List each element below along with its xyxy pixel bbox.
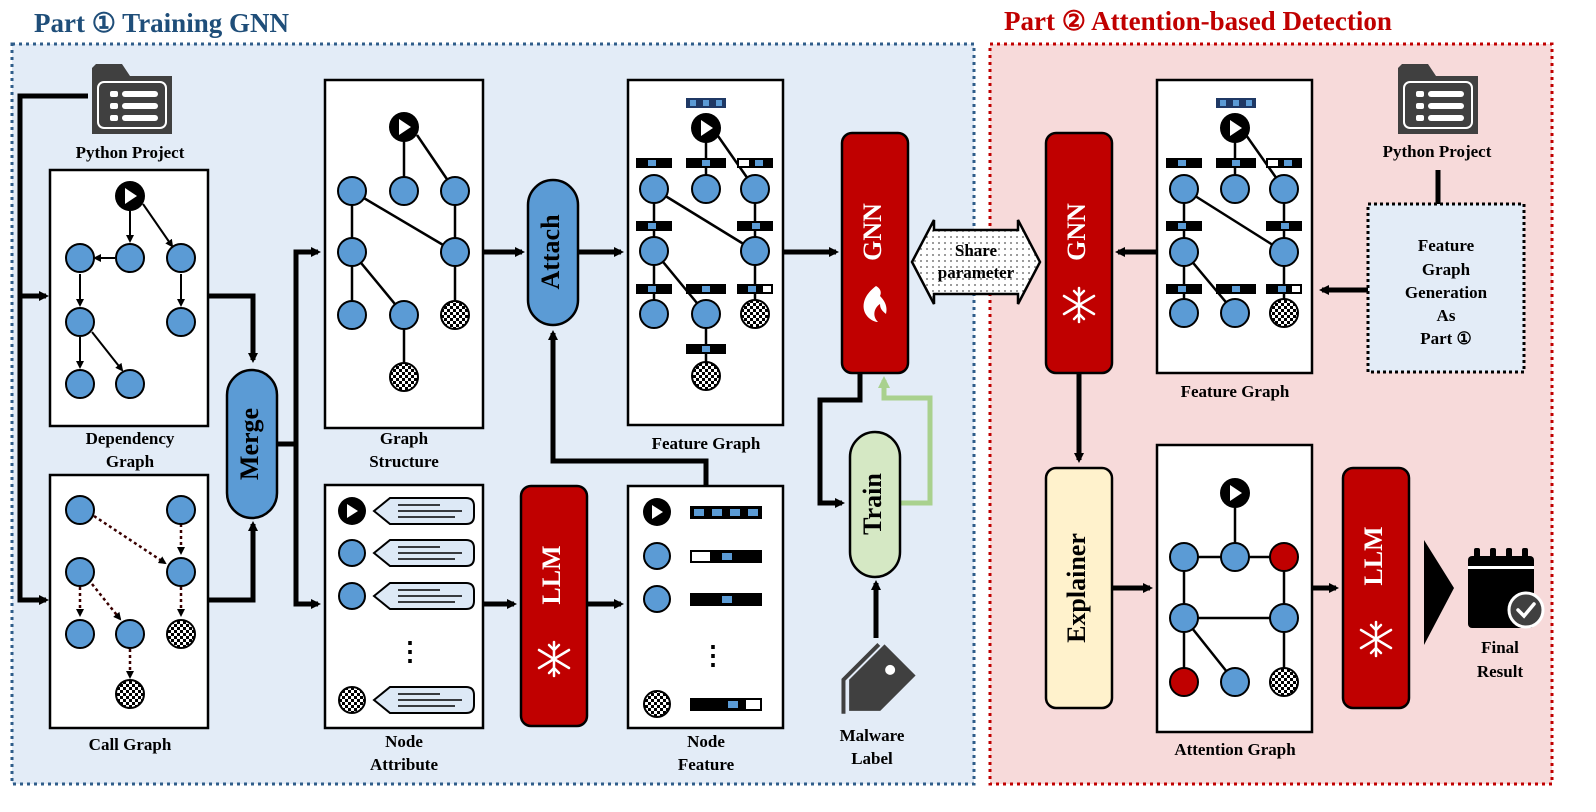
checkered-node-icon [643,690,671,718]
checkered-node-icon [691,361,721,391]
left-connectors [17,93,88,605]
ellipsis: ⋮ [700,641,726,670]
python-project-label-2: Python Project [1383,142,1492,161]
flame-icon [863,286,887,322]
merge-label: Merge [235,408,264,480]
fgg-label-2: Graph [1422,260,1471,279]
checkered-node-icon [389,362,419,392]
node-feature-label-2: Feature [678,755,735,774]
snowflake-icon [537,640,571,678]
play-icon [115,181,145,211]
final-result-label-1: Final [1481,638,1519,657]
train-node: Train [848,430,902,579]
graph-structure-box [323,78,485,430]
play-icon [1220,478,1250,508]
play-icon [691,113,721,143]
llm-block-1: LLM [519,484,589,728]
node-attribute-label-2: Attribute [370,755,438,774]
gnn-label-1: GNN [858,203,887,261]
explainer-block: Explainer [1044,466,1114,710]
feature-graph-label-2: Feature Graph [1181,382,1290,401]
part2-title: Part ② Attention-based Detection [1004,6,1392,36]
dependency-graph-label-2: Graph [106,452,155,471]
play-icon [643,498,671,526]
play-icon [389,112,419,142]
output-chevron [1424,540,1454,645]
fgg-label-5: Part ① [1420,329,1472,348]
malware-label-1: Malware [840,726,905,745]
malware-label-2: Label [851,749,893,768]
checkered-node-icon [1269,298,1299,328]
attach-node: Attach [526,178,580,327]
feature-graph-box-1 [626,78,785,427]
checkered-node-icon [740,299,770,329]
share-label-1: Share [955,241,998,260]
llm-label-1: LLM [537,545,566,604]
fgg-label-1: Feature [1418,236,1475,255]
llm-label-2: LLM [1359,526,1388,585]
dependency-graph-box [48,168,210,428]
graph-structure-label-2: Structure [369,452,439,471]
gnn-label-2: GNN [1062,203,1091,261]
feature-graph-generation-box: Feature Graph Generation As Part ① [1366,202,1526,374]
attention-graph-box [1155,443,1314,734]
fgg-label-4: As [1437,306,1456,325]
node-attribute-label-1: Node [385,732,423,751]
feature-graph-label-1: Feature Graph [652,434,761,453]
graph-structure-label-1: Graph [380,429,429,448]
explainer-label: Explainer [1062,533,1091,643]
play-icon [338,497,366,525]
python-project-label: Python Project [76,143,185,162]
folder-list-icon [92,64,172,134]
snowflake-icon [1359,620,1393,658]
feature-bars [636,98,773,354]
fgg-label-3: Generation [1405,283,1488,302]
feature-bars [1166,98,1302,294]
ellipsis: ⋮ [397,637,423,666]
attach-label: Attach [536,214,565,290]
checkered-node-icon [115,679,145,709]
feature-graph-box-2 [1155,78,1314,375]
snowflake-icon [1062,286,1096,324]
checkered-node-icon [440,300,470,330]
llm-block-2: LLM [1341,466,1411,710]
attention-nodes [1169,542,1299,697]
checkered-node-icon [338,686,366,714]
gnn-block-2: GNN [1044,131,1114,375]
merge-node: Merge [225,368,279,520]
dependency-graph-label-1: Dependency [86,429,175,448]
checkered-node-icon [166,619,196,649]
folder-list-icon [1398,64,1478,134]
attention-graph-label: Attention Graph [1174,740,1296,759]
node-feature-box: ⋮ [626,484,785,730]
tag-icon [841,642,916,714]
checkered-node-icon [1269,667,1299,697]
node-feature-label-1: Node [687,732,725,751]
final-result-label-2: Result [1477,662,1524,681]
part1-title: Part ① Training GNN [34,8,289,38]
share-label-2: parameter [938,263,1015,282]
play-icon [1220,113,1250,143]
share-parameter-arrow: Share parameter [910,219,1042,305]
call-graph-box [48,473,210,730]
gnn-block-1: GNN [840,131,910,375]
calendar-check-icon [1468,548,1545,629]
node-attribute-box: ⋮ [323,483,485,730]
call-graph-label: Call Graph [89,735,172,754]
train-label: Train [858,473,887,535]
